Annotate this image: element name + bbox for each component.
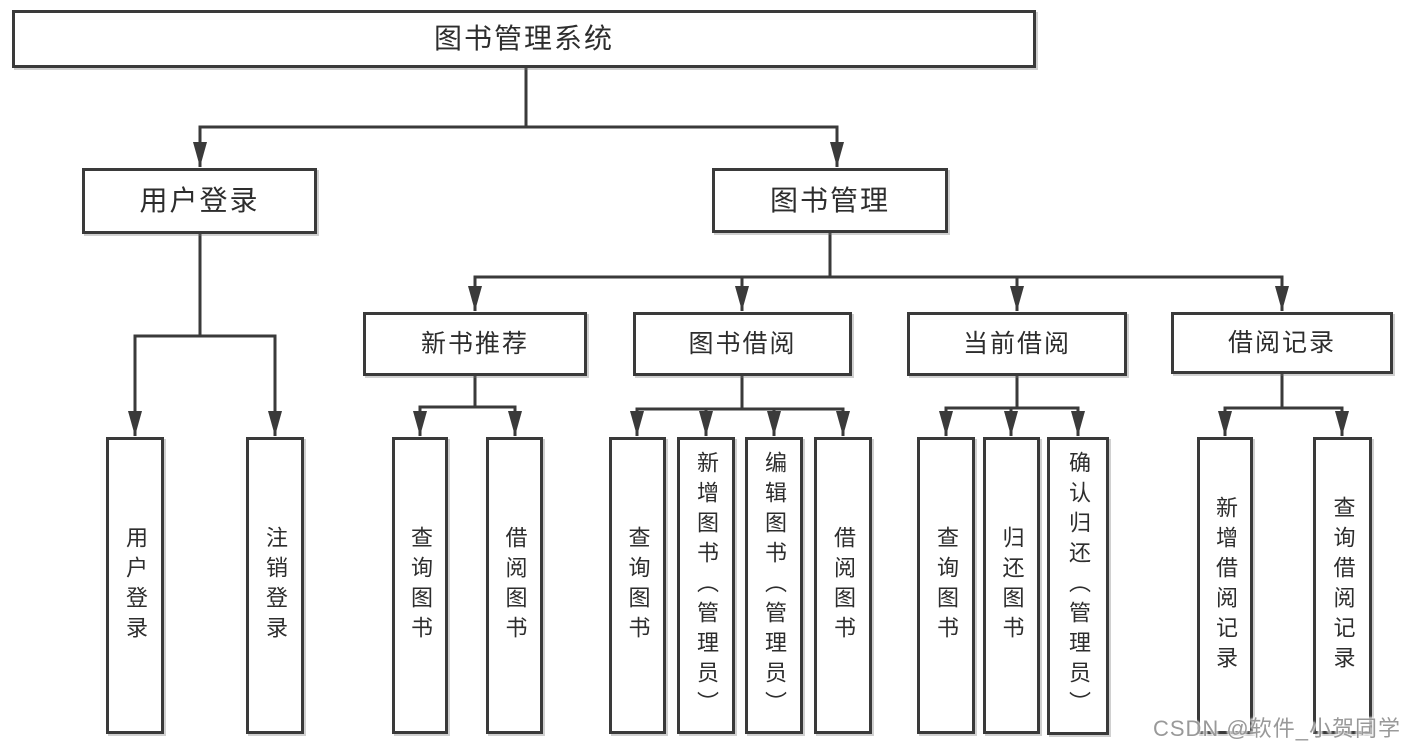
leaf-label: 查询图书 xyxy=(934,525,959,646)
connector-current-borrow-children xyxy=(939,376,1085,436)
connector-user-login-children xyxy=(128,234,282,436)
leaf-label: 确认归还（管理员） xyxy=(1066,451,1091,721)
connector-new-book-rec-children xyxy=(413,376,522,436)
node-root-system: 图书管理系统 xyxy=(12,10,1036,68)
leaf-user-login: 用户登录 xyxy=(106,437,164,734)
connector-borrow-records-children xyxy=(1218,374,1349,436)
node-new-book-rec: 新书推荐 xyxy=(363,312,587,376)
leaf-logout: 注销登录 xyxy=(246,437,304,734)
leaf-label: 借阅图书 xyxy=(831,525,856,646)
leaf-label: 查询图书 xyxy=(408,525,433,646)
leaf-label: 归还图书 xyxy=(999,525,1025,646)
leaf-label: 用户登录 xyxy=(123,525,148,646)
leaf-nb-query-books: 查询图书 xyxy=(392,437,448,734)
leaf-br-add-borrow-record: 新增借阅记录 xyxy=(1197,437,1253,734)
leaf-label: 查询借阅记录 xyxy=(1330,495,1356,676)
leaf-bb-query-books: 查询图书 xyxy=(609,437,666,734)
connector-book-mgmt-to-level3 xyxy=(468,233,1289,311)
leaf-label: 注销登录 xyxy=(263,525,288,646)
leaf-bb-edit-books-admin: 编辑图书（管理员） xyxy=(745,437,803,734)
connector-root-to-level2 xyxy=(193,68,844,167)
node-current-borrow: 当前借阅 xyxy=(907,312,1127,376)
leaf-bb-add-books-admin: 新增图书（管理员） xyxy=(677,437,735,734)
node-borrow-records: 借阅记录 xyxy=(1171,312,1393,374)
leaf-bb-borrow-books: 借阅图书 xyxy=(814,437,872,734)
leaf-cb-return-books: 归还图书 xyxy=(983,437,1040,734)
leaf-label: 查询图书 xyxy=(625,525,651,646)
leaf-br-query-borrow-record: 查询借阅记录 xyxy=(1313,437,1372,734)
leaf-label: 新增借阅记录 xyxy=(1213,495,1238,676)
leaf-nb-borrow-books: 借阅图书 xyxy=(486,437,543,734)
leaf-cb-query-books: 查询图书 xyxy=(917,437,975,734)
leaf-label: 编辑图书（管理员） xyxy=(762,450,787,721)
node-user-login: 用户登录 xyxy=(82,168,317,234)
leaf-label: 借阅图书 xyxy=(502,525,528,646)
leaf-cb-confirm-return-admin: 确认归还（管理员） xyxy=(1047,437,1109,735)
csdn-watermark: CSDN @软件_小贺同学 xyxy=(1152,716,1401,741)
leaf-label: 新增图书（管理员） xyxy=(694,450,719,721)
node-book-mgmt: 图书管理 xyxy=(712,168,948,233)
node-book-borrow: 图书借阅 xyxy=(633,312,852,376)
connector-book-borrow-children xyxy=(630,376,850,436)
